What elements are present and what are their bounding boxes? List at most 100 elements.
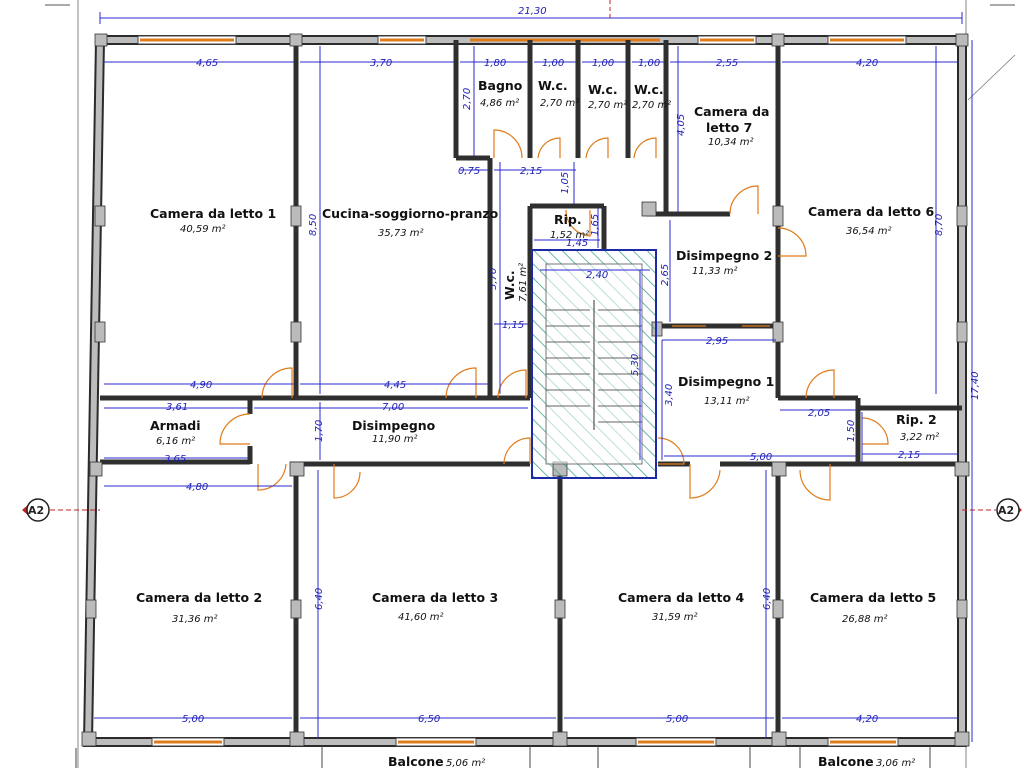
- dim-label: 0,75: [458, 166, 480, 177]
- dim-label: 7,00: [382, 402, 404, 413]
- room-area: 3,06 m²: [876, 758, 915, 768]
- room-area: 3,22 m²: [900, 432, 939, 443]
- dim-label: 6,50: [418, 714, 440, 725]
- room-area: 41,60 m²: [398, 612, 444, 623]
- room-area: 11,90 m²: [372, 434, 418, 445]
- room-name: Camera da: [694, 104, 769, 119]
- room-area: 2,70 m²: [540, 98, 579, 109]
- room-area: 10,34 m²: [708, 137, 754, 148]
- dim-label: 1,15: [502, 320, 524, 331]
- dim-label: 4,80: [186, 482, 208, 493]
- room-name: Camera da letto 1: [150, 206, 276, 221]
- dimension-lines: [94, 40, 973, 742]
- room-area: 13,11 m²: [704, 396, 750, 407]
- dimension-labels: 4,65 3,70 1,80 1,00 1,00 1,00 2,55 4,20 …: [164, 58, 981, 725]
- dim-label: 4,05: [676, 114, 687, 136]
- dim-label: 4,45: [384, 380, 406, 391]
- room-area: 31,59 m²: [652, 612, 698, 623]
- dim-label: 4,90: [190, 380, 212, 391]
- dim-label: 1,50: [846, 420, 857, 442]
- overall-width-label: 21,30: [518, 6, 547, 17]
- dim-label: 2,40: [586, 270, 608, 281]
- dim-label: 5,30: [630, 354, 641, 376]
- dim-label: 2,65: [660, 264, 671, 286]
- room-name: Balcone: [388, 754, 444, 768]
- room-name: Balcone: [818, 754, 874, 768]
- room-name: Disimpegno 1: [678, 374, 774, 389]
- dim-label: 2,15: [898, 450, 920, 461]
- dim-label: 4,65: [196, 58, 218, 69]
- room-area: 4,86 m²: [480, 98, 519, 109]
- section-marker-label: A2: [28, 504, 44, 517]
- room-area: 2,70 m²: [632, 100, 671, 111]
- room-name: Bagno: [478, 78, 523, 93]
- room-name: W.c.: [634, 82, 664, 97]
- room-name: Disimpegno 2: [676, 248, 772, 263]
- room-name: Camera da letto 4: [618, 590, 744, 605]
- pillars: [81, 33, 970, 747]
- dim-label: 4,20: [856, 714, 878, 725]
- dim-label: 1,45: [566, 238, 588, 249]
- room-name: Camera da letto 5: [810, 590, 936, 605]
- room-name: Armadi: [150, 418, 201, 433]
- section-marker-label: A2: [998, 504, 1014, 517]
- room-name: Disimpegno: [352, 418, 436, 433]
- dim-label: 2,70: [462, 88, 473, 110]
- room-name: Camera da letto 3: [372, 590, 498, 605]
- dim-label: 6,40: [762, 588, 773, 610]
- dim-label: 1,00: [542, 58, 564, 69]
- dim-label: 1,00: [638, 58, 660, 69]
- overall-width-dimension: 21,30: [99, 6, 963, 24]
- room-name: W.c.: [538, 78, 568, 93]
- room-name: letto 7: [706, 120, 752, 135]
- balcony-edge: [967, 54, 1016, 101]
- dim-label: 3,70: [370, 58, 392, 69]
- dim-label: 1,65: [590, 214, 601, 236]
- windows: [137, 35, 907, 747]
- stairwell: [531, 249, 657, 479]
- room-area: 2,70 m²: [588, 100, 627, 111]
- room-area: 36,54 m²: [846, 226, 892, 237]
- dim-label: 2,55: [716, 58, 738, 69]
- room-name: Camera da letto 6: [808, 204, 934, 219]
- room-area: 40,59 m²: [180, 224, 226, 235]
- dim-label: 1,05: [560, 172, 571, 194]
- room-area: 11,33 m²: [692, 266, 738, 277]
- dim-label: 8,70: [934, 214, 945, 236]
- room-name: W.c.: [588, 82, 618, 97]
- dim-label: 5,00: [182, 714, 204, 725]
- section-marker-left: A2: [22, 498, 100, 522]
- dim-label: 3,61: [166, 402, 188, 413]
- room-area: 5,06 m²: [446, 758, 485, 768]
- doors: [219, 129, 889, 501]
- dim-label: 8,50: [308, 214, 319, 236]
- room-name: Cucina-soggiorno-pranzo: [322, 206, 499, 221]
- room-labels: Camera da letto 1 40,59 m² Cucina-soggio…: [136, 78, 939, 768]
- section-marker-right: A2: [962, 498, 1022, 522]
- dim-label: 1,70: [314, 420, 325, 442]
- room-area: 1,52 m²: [550, 230, 589, 241]
- room-area: 35,73 m²: [378, 228, 424, 239]
- dim-label: 4,20: [856, 58, 878, 69]
- dim-label: 5,00: [666, 714, 688, 725]
- room-area: 6,16 m²: [156, 436, 195, 447]
- dim-label: 5,70: [488, 268, 499, 290]
- room-area: 26,88 m²: [842, 614, 888, 625]
- room-area: 31,36 m²: [172, 614, 218, 625]
- overall-height-label: 17,40: [970, 371, 981, 400]
- dim-label: 3,65: [164, 454, 186, 465]
- room-name: Rip.: [554, 212, 582, 227]
- interior-walls: [100, 40, 962, 742]
- room-name: Camera da letto 2: [136, 590, 262, 605]
- room-name: W.c.: [502, 270, 517, 300]
- dim-label: 3,40: [664, 384, 675, 406]
- dim-label: 6,40: [314, 588, 325, 610]
- balcony-railings: [75, 746, 931, 768]
- dim-label: 2,05: [808, 408, 830, 419]
- dim-label: 1,00: [592, 58, 614, 69]
- dim-label: 1,80: [484, 58, 506, 69]
- room-name: Rip. 2: [896, 412, 937, 427]
- dim-label: 2,15: [520, 166, 542, 177]
- outer-walls: [82, 35, 967, 747]
